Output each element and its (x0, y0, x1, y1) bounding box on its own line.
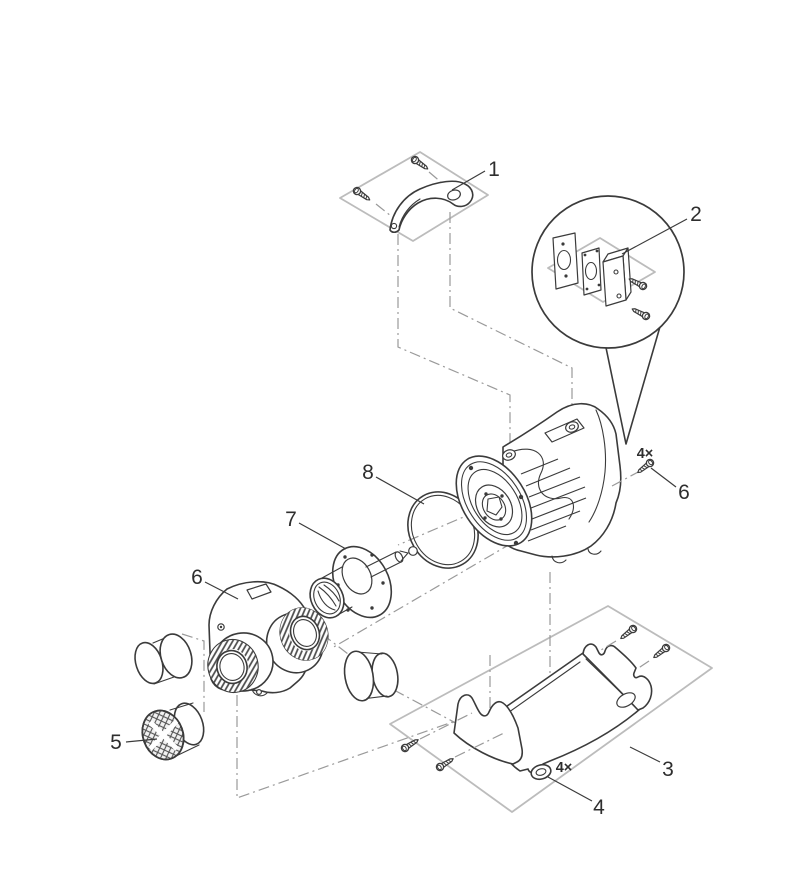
rubber-grommet (530, 763, 552, 781)
part-capacitor-callout (531, 195, 685, 445)
label-impeller: 7 (285, 508, 297, 531)
callout-tail (603, 305, 667, 445)
labels: 1 2 3 4 4× 5 6 6 4× 7 8 (110, 158, 702, 819)
housing-bottom-tab (251, 688, 268, 697)
base-saddle-wall-near (453, 694, 524, 765)
part-handle (339, 151, 573, 452)
assembly-line-motor-screw (611, 470, 641, 487)
label-motor-screws: 6 (678, 481, 690, 504)
motor-endcap-seam (588, 409, 607, 523)
outlet-opening-inner (293, 619, 317, 647)
impeller-disc-hub (341, 557, 373, 595)
motor-foot-2 (587, 548, 602, 555)
shaft-cone (399, 550, 409, 562)
flange-ring (460, 461, 528, 541)
label-o-ring: 8 (362, 461, 374, 484)
impeller-blades (317, 584, 340, 611)
leader-7 (298, 522, 347, 550)
label-capacitor: 2 (690, 203, 702, 226)
base-screw-icon (617, 623, 639, 643)
assembly-line-front-port-to-base (236, 695, 479, 799)
shaft-end (394, 551, 404, 563)
inlet-opening-inner (219, 653, 245, 681)
motor-screw-hole (505, 452, 513, 458)
leader-2 (621, 218, 688, 255)
base-mounting-plane (389, 605, 713, 813)
handle-body (389, 180, 474, 234)
part-strainer-cap (141, 702, 205, 761)
right-cap-face (343, 650, 375, 702)
strainer-cross-ribs (148, 719, 179, 751)
motor-shell-contour (510, 448, 574, 520)
capacitor-cover-plate (552, 232, 579, 290)
gasket-hole (584, 261, 598, 281)
assembly-line-cap-to-strainer (181, 633, 205, 712)
assembly-line-lower-axis (331, 542, 513, 649)
assembly-line-handle-screw-2 (428, 171, 443, 184)
leader-3 (629, 746, 661, 763)
base-plate-hole (616, 692, 636, 708)
leader-8 (375, 476, 425, 505)
label-grommet: 4 (593, 796, 605, 819)
strainer-face-outline (141, 709, 185, 761)
handle-mounting-plane (339, 151, 489, 242)
assembly-line-base-screw-1 (600, 640, 617, 651)
flange-bolt-hole (518, 494, 524, 500)
flange-face (467, 468, 523, 536)
handle-screw-hole-2 (390, 222, 398, 230)
impeller-shaft (365, 551, 402, 578)
outlet-thread-hatch (280, 607, 328, 661)
assembly-line-handle-left (397, 234, 511, 452)
inlet-opening (216, 649, 248, 685)
flange-bolt-hole (513, 540, 519, 546)
base-screw-icon (650, 642, 672, 662)
part-base-plate (236, 572, 713, 813)
motor-front-flange (455, 455, 533, 547)
leader-5 (125, 738, 158, 743)
leader-4 (547, 776, 593, 802)
left-cap-face (159, 633, 193, 679)
motor-screw-boss-2 (565, 421, 579, 433)
assembly-line-handle-screw-1 (375, 203, 392, 217)
assembly-line-base-screw-2 (636, 660, 650, 670)
hose-caps (134, 633, 399, 702)
part-pump-housing (207, 580, 329, 697)
inlet-thread-hatch (208, 640, 258, 692)
leader-6-screws (650, 467, 677, 488)
flange-bolt-hole (468, 465, 474, 471)
rubber-grommet-hole (535, 768, 547, 776)
assembly-line-base-screw-4 (454, 731, 507, 758)
handle-screw-hole (447, 189, 461, 201)
shaft-bore (486, 496, 503, 516)
housing-bottom-clip (256, 688, 263, 695)
assembly-line-handle-right (449, 212, 573, 425)
motor-foot (551, 555, 567, 564)
motor-screw-boss (502, 449, 516, 461)
label-handle: 1 (488, 158, 500, 181)
cover-plate-hole (556, 249, 572, 271)
handle-screw-icon (409, 154, 431, 173)
label-base-plate: 3 (662, 758, 674, 781)
motor-screw-hole-2 (568, 424, 576, 430)
handle-screw-icon (351, 185, 373, 204)
leader-1 (451, 170, 486, 191)
part-impeller-assembly (309, 545, 418, 619)
qty-grommets: 4× (556, 760, 573, 776)
handle-inner-seam (398, 198, 421, 228)
shaft-ball-bearing (408, 546, 418, 556)
capacitor-block-front (602, 255, 627, 307)
qty-motor-screws: 4× (637, 446, 654, 462)
housing-label-recess (246, 583, 272, 600)
label-strainer-cap: 5 (110, 731, 122, 754)
label-pump-housing: 6 (191, 566, 203, 589)
base-saddle-wall-far (582, 643, 653, 711)
leader-6-housing (204, 581, 239, 600)
impeller-cup-rim (313, 581, 341, 615)
capacitor-gasket (581, 247, 602, 296)
assembly-line-base-screw-3 (419, 712, 473, 740)
